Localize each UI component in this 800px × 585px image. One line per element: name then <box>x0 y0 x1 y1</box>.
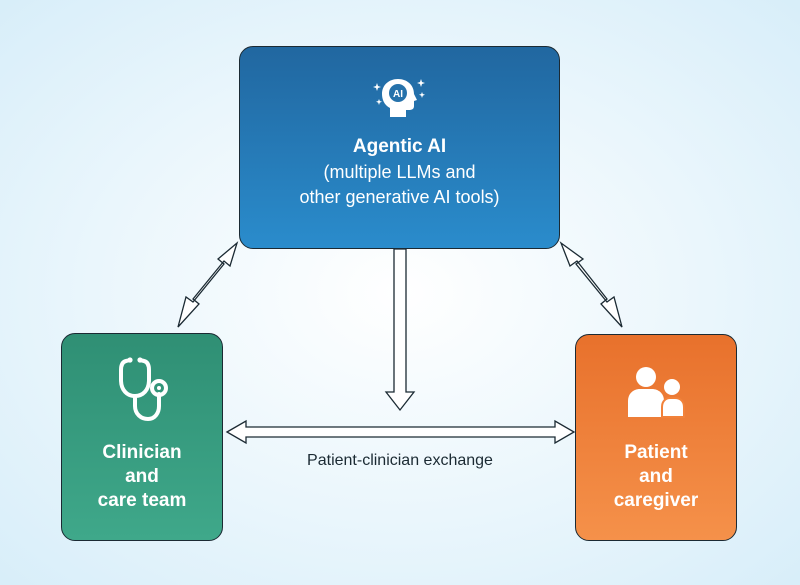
patient-label-line: caregiver <box>613 490 699 511</box>
ai-subtitle: (multiple LLMs and other generative AI t… <box>240 160 559 210</box>
people-icon <box>628 367 685 418</box>
svg-text:AI: AI <box>393 89 403 100</box>
patient-label-line: and <box>639 466 673 487</box>
exchange-arrow <box>225 419 576 445</box>
clinician-box: Clinician and care team <box>61 333 223 541</box>
ai-patient-arrow <box>559 241 623 328</box>
clinician-label: Clinician and care team <box>62 441 222 513</box>
ai-subtitle-line: (multiple LLMs and <box>323 162 476 182</box>
patient-label-line: Patient <box>624 442 688 463</box>
ai-clinician-arrow <box>177 241 239 328</box>
clinician-label-line: and <box>125 466 159 487</box>
ai-subtitle-line: other generative AI tools) <box>299 187 500 207</box>
clinician-label-line: care team <box>97 490 187 511</box>
exchange-label: Patient-clinician exchange <box>307 452 493 469</box>
agentic-ai-box: AI Agentic AI (multiple LLMs and other g… <box>239 46 560 249</box>
ai-head-icon: AI <box>372 79 425 117</box>
stethoscope-icon <box>119 357 168 421</box>
ai-down-arrow <box>384 248 416 412</box>
patient-box: Patient and caregiver <box>575 334 737 541</box>
ai-title: Agentic AI <box>352 136 447 157</box>
clinician-label-line: Clinician <box>102 442 182 463</box>
patient-label: Patient and caregiver <box>576 441 736 513</box>
